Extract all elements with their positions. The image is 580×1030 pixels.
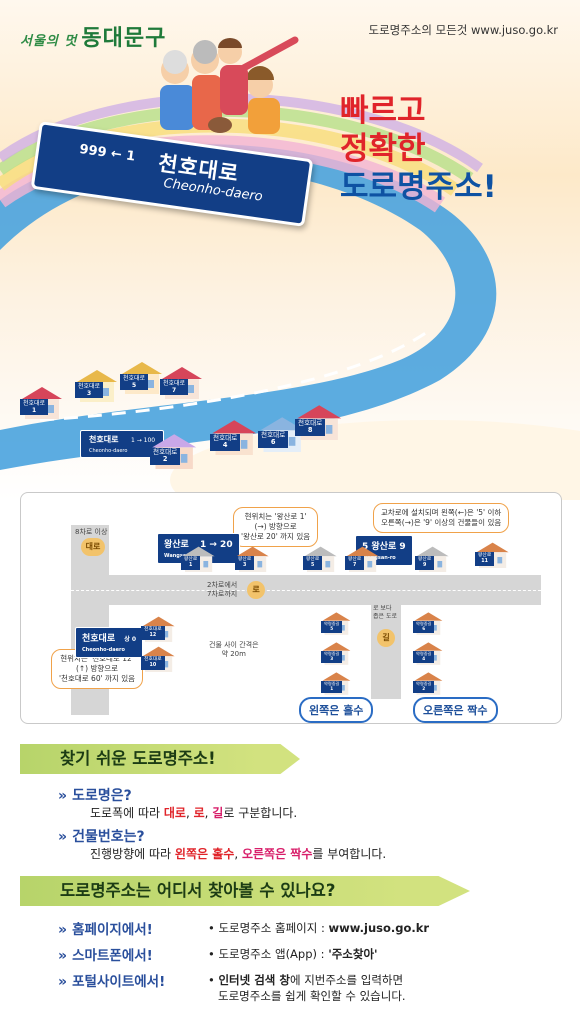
double-chevron-icon: » [58, 922, 68, 938]
where-smartphone: » 스마트폰에서! [58, 948, 153, 964]
pill-right-even: 오른쪽은 짝수 [413, 697, 498, 723]
section1-title: 찾기 쉬운 도로명주소! [60, 749, 216, 768]
where-portal-desc: • 인터넷 검색 창에 지번주소를 입력하면 도로명주소를 쉽게 확인할 수 있… [208, 973, 406, 1003]
where-portal: » 포털사이트에서! [58, 974, 166, 990]
sign-number: 999 ← 1 [78, 141, 137, 165]
ro-badge: 로 [247, 581, 265, 599]
q2-heading: » 건물번호는? [58, 829, 145, 845]
double-chevron-icon: » [58, 974, 68, 990]
a2-text: 진행방향에 따라 왼쪽은 홀수, 오른쪽은 짝수를 부여합니다. [90, 847, 387, 861]
daero-badge: 대로 [81, 538, 105, 556]
bubble-wangsan: 현위치는 '왕산로 1' (→) 방향으로 '왕산로 20' 까지 있음 [233, 507, 319, 547]
sign-cheonho-daero: 천호대로 상 0 Cheonho-daero [75, 627, 144, 658]
a1-text: 도로폭에 따라 대로, 로, 길로 구분합니다. [90, 806, 298, 820]
slogan-line-2: 정확한 [340, 131, 426, 167]
double-chevron-icon: » [58, 788, 68, 804]
logo-main: 동대문구 [81, 25, 167, 51]
q1-heading: » 도로명은? [58, 788, 132, 804]
slogan-line-3: 도로명주소! [340, 169, 497, 205]
logo-script: 서울의 멋 [20, 34, 78, 49]
hero-street-sign-arrow: 1 → 100 [131, 437, 156, 444]
family-illustration [160, 36, 299, 134]
section1-banner: 찾기 쉬운 도로명주소! [20, 744, 300, 774]
slogan-line-1: 빠르고 [340, 93, 426, 129]
where-smartphone-desc: • 도로명주소 앱(App) : '주소찾아' [208, 947, 378, 961]
where-homepage: » 홈페이지에서! [58, 922, 153, 938]
hero-street-sign-name: 천호대로 [89, 435, 119, 444]
pill-left-odd: 왼쪽은 홀수 [299, 697, 374, 723]
gil-road [371, 605, 401, 699]
hero-banner [0, 0, 580, 500]
double-chevron-icon: » [58, 829, 68, 845]
width-note: 8차로 이상 [75, 528, 108, 536]
site-link-text[interactable]: 도로명주소의 모든것 www.juso.go.kr [368, 23, 559, 37]
hero-street-sign-roman: Cheonho-daero [89, 448, 128, 454]
gil-badge: 길 [377, 629, 395, 647]
where-homepage-desc[interactable]: • 도로명주소 홈페이지 : www.juso.go.kr [208, 921, 430, 935]
bubble-intersection: 교차로에 설치되며 왼쪽(←)은 '5' 이하 오른쪽(→)은 '9' 이상의 … [373, 503, 510, 533]
slogan: 빠르고 정확한 도로명주소! [340, 92, 497, 206]
section2-banner: 도로명주소는 어디서 찾아볼 수 있나요? [20, 876, 470, 906]
double-chevron-icon: » [58, 948, 68, 964]
section2-title: 도로명주소는 어디서 찾아볼 수 있나요? [60, 881, 336, 900]
